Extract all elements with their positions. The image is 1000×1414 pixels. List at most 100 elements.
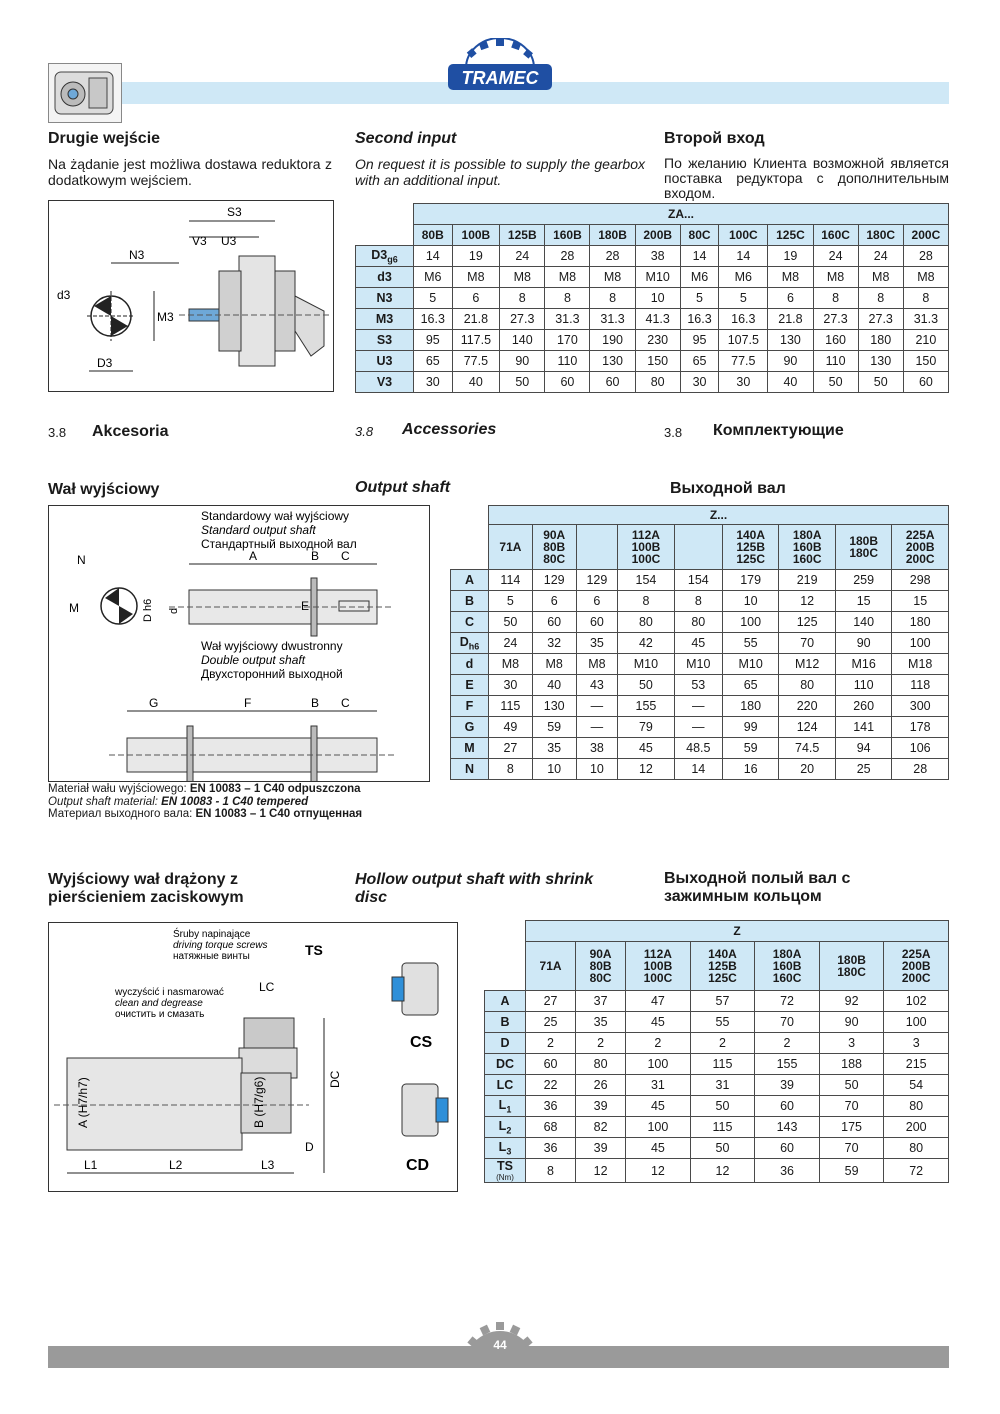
output-shaft-cell: 28 [891,758,949,780]
second-input-col-header: 200C [902,224,950,246]
output-shaft-cell: 27 [488,737,533,759]
output-shaft-cell: 45 [617,737,675,759]
output-shaft-cell: 10 [721,590,780,612]
second-input-cell: M8 [544,266,591,288]
label-m: M [69,601,79,615]
second-input-cell: 170 [544,329,591,351]
second-input-cell: 8 [812,287,859,309]
output-shaft-cell: — [575,716,619,738]
hollow-shaft-cell: 36 [524,1137,577,1159]
output-shaft-cell: 15 [834,590,893,612]
output-shaft-cell: — [575,695,619,717]
second-input-cell: 16.3 [413,308,453,330]
second-input-cell: 190 [589,329,636,351]
output-shaft-cell: M10 [617,653,675,675]
output-shaft-cell: 59 [721,737,780,759]
second-input-cell: 150 [902,350,950,372]
output-shaft-cell: 179 [721,569,780,591]
output-shaft-cell: 50 [617,674,675,696]
second-input-cell: 5 [718,287,769,309]
output-shaft-cell: M16 [834,653,893,675]
label-n: N [77,553,86,567]
hollow-shaft-cell: 143 [754,1116,820,1138]
second-input-cell: 24 [857,245,904,267]
label-cd: CD [406,1157,429,1174]
second-input-col-header: 180C [857,224,904,246]
hollow-shaft-cell: 50 [689,1137,756,1159]
hollow-shaft-cell: 115 [689,1053,756,1075]
label-m3: M3 [157,310,174,324]
output-shaft-cell: 300 [891,695,949,717]
tramec-logo: TRAMEC [446,37,554,94]
output-shaft-cell: 59 [531,716,577,738]
output-shaft-cell: 35 [531,737,577,759]
second-input-cell: M8 [902,266,950,288]
label-c2: C [341,696,350,710]
output-shaft-cell: 99 [721,716,780,738]
second-input-row-label: D3g6 [355,245,414,267]
label-dh6: D h6 [142,599,154,622]
second-input-cell: M8 [857,266,904,288]
second-input-cell: 16.3 [679,308,720,330]
screws-ru: натяжные винты [173,951,250,962]
output-shaft-cell: — [673,695,723,717]
second-input-row-label: M3 [355,308,414,330]
hollow-shaft-cell: 35 [575,1011,627,1033]
second-input-col-header: 125B [499,224,546,246]
hollow-shaft-cell: 31 [625,1074,691,1096]
second-input-cell: 8 [589,287,636,309]
output-shaft-cell: 110 [834,674,893,696]
label-a-h7: A (H7/h7) [76,1077,90,1128]
output-shaft-cell: 129 [575,569,619,591]
second-input-diagram: S3 V3 U3 N3 d3 M3 D3 [48,200,334,392]
second-input-row-label: S3 [355,329,414,351]
output-shaft-cell: 8 [488,758,533,780]
second-input-cell: 160 [812,329,859,351]
hollow-shaft-cell: 26 [575,1074,627,1096]
hollow-shaft-cell: 27 [524,990,577,1012]
second-input-col-header: 100B [451,224,501,246]
second-input-cell: 50 [499,371,546,393]
output-shaft-row-label: C [450,611,489,633]
second-input-cell: 31.3 [589,308,636,330]
hollow-shaft-cell: 12 [625,1158,691,1183]
second-input-title-ru: Второй вход [664,130,765,147]
second-input-cell: 65 [679,350,720,372]
hollow-shaft-cell: 36 [524,1095,577,1117]
second-input-cell: 38 [634,245,681,267]
output-shaft-cell: 154 [673,569,723,591]
hollow-shaft-cell: 25 [524,1011,577,1033]
second-input-cell: 27.3 [857,308,904,330]
output-shaft-cell: 90 [834,632,893,654]
second-input-row-label: N3 [355,287,414,309]
second-input-title-en: Second input [355,130,457,147]
hollow-shaft-cell: 100 [625,1116,691,1138]
output-shaft-cell: 25 [834,758,893,780]
hollow-shaft-row-label: TS(Nm) [484,1158,526,1183]
output-shaft-cell: 219 [778,569,836,591]
output-shaft-row-label: F [450,695,489,717]
second-input-col-header: 80C [679,224,720,246]
output-shaft-cell: 48.5 [673,737,723,759]
second-input-cell: 150 [634,350,681,372]
output-shaft-col-header [575,524,619,570]
output-shaft-cell: 79 [617,716,675,738]
label-l1: L1 [84,1158,98,1172]
second-input-cell: 30 [718,371,769,393]
output-shaft-cell: 130 [531,695,577,717]
hollow-shaft-cell: 70 [818,1137,885,1159]
